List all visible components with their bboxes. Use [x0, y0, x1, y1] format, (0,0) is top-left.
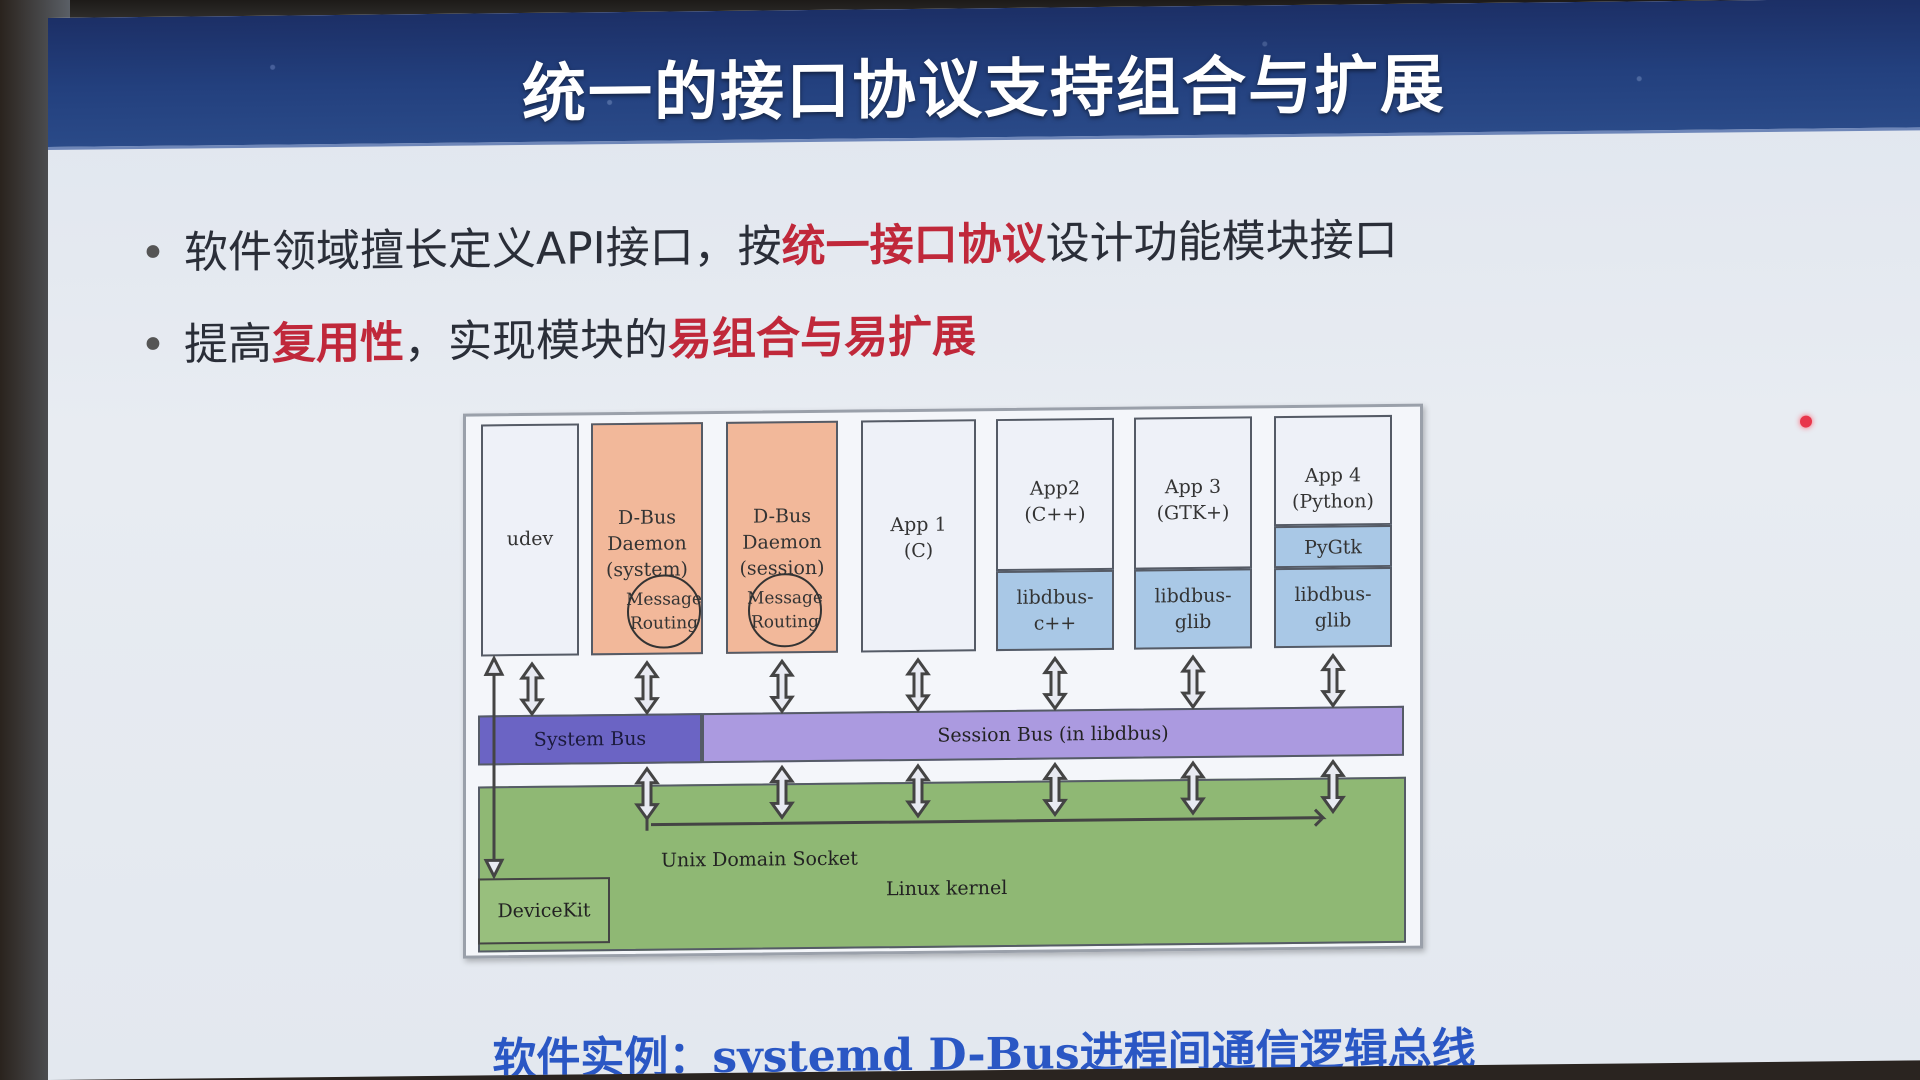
- bullet-highlight: 复用性: [272, 317, 404, 370]
- bullet-item: • 软件领域擅长定义API接口，按统一接口协议设计功能模块接口: [140, 204, 1398, 281]
- bullet-text: 设计功能模块接口: [1045, 214, 1398, 270]
- laser-pointer-dot: [1800, 415, 1812, 428]
- caption: 软件实例：systemd D-Bus进程间通信逻辑总线: [492, 1024, 1476, 1080]
- bullet-highlight: 统一接口协议: [781, 218, 1046, 273]
- connection-arrows: [483, 652, 1346, 880]
- bullet-text: ，实现模块的: [404, 314, 668, 369]
- bullet-marker: •: [140, 227, 166, 280]
- bullet-marker: •: [140, 319, 166, 372]
- socket-arrows: [634, 758, 1346, 822]
- bus-arrows: [519, 652, 1346, 717]
- unix-socket-line: [651, 808, 1327, 827]
- bullet-text: 软件领域擅长定义API接口，按: [184, 221, 782, 279]
- title-band: 统一的接口协议支持组合与扩展: [48, 0, 1920, 150]
- arrow-head: [483, 858, 505, 880]
- slide-title: 统一的接口协议支持组合与扩展: [522, 48, 1446, 133]
- projection-screen: 统一的接口协议支持组合与扩展 • 软件领域擅长定义API接口，按统一接口协议设计功…: [48, 0, 1920, 1080]
- bullet-text: 提高: [184, 318, 272, 371]
- bullet-list: • 软件领域擅长定义API接口，按统一接口协议设计功能模块接口 • 提高复用性，实现…: [140, 204, 1398, 401]
- bullet-item: • 提高复用性，实现模块的易组合与易扩展: [140, 296, 1398, 373]
- arrow-head: [483, 654, 505, 676]
- bullet-highlight: 易组合与易扩展: [668, 311, 976, 366]
